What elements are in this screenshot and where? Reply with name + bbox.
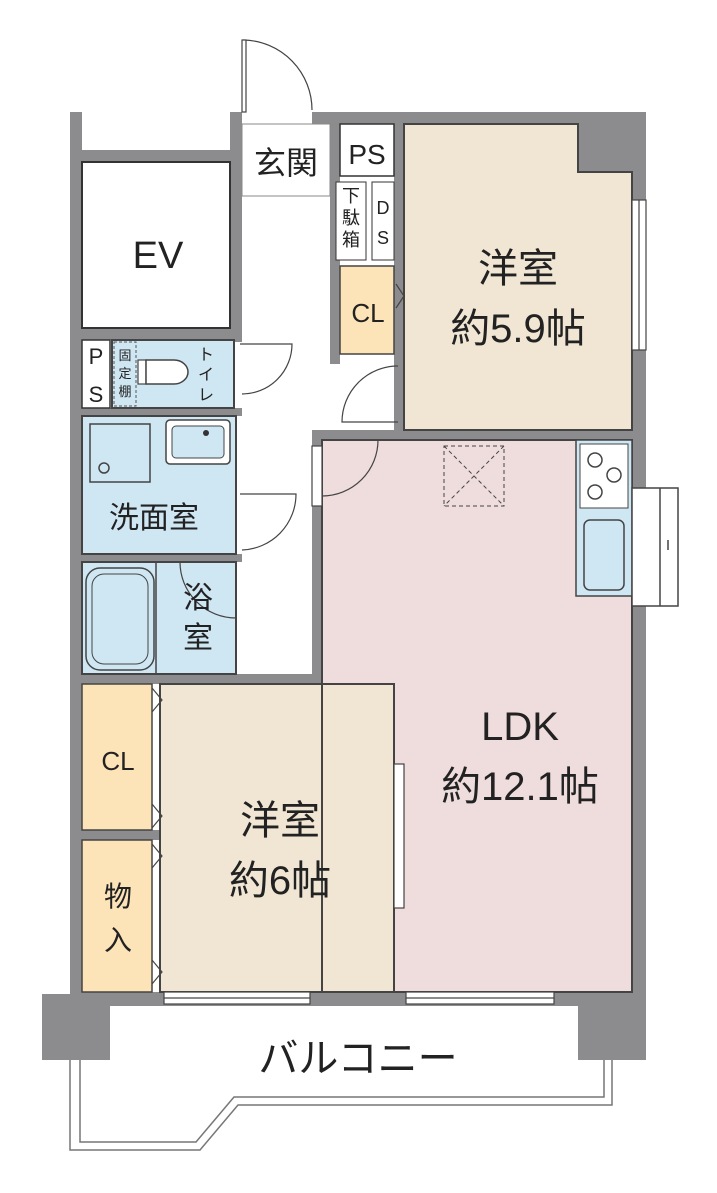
label-shelf-1: 固 (118, 348, 131, 363)
hallway (242, 196, 312, 674)
label-room2-name: 洋室 (240, 799, 320, 843)
ventilation-mark (443, 445, 505, 507)
western-room-1 (404, 124, 632, 430)
shoe-box (335, 181, 367, 261)
entrance-area (241, 123, 331, 197)
label-toilet-3: レ (198, 387, 214, 404)
windows (163, 199, 647, 1005)
washbasin (165, 419, 231, 465)
label-shelf-3: 棚 (118, 384, 131, 399)
label-bath-1: 浴 (183, 582, 213, 615)
ds-box (371, 181, 395, 261)
label-shoebox-2: 駄 (342, 208, 360, 228)
closet-left (81, 683, 153, 831)
label-balcony: バルコニー (258, 1037, 457, 1081)
label-washroom: 洗面室 (109, 502, 199, 535)
ps-left-box (81, 339, 111, 409)
fixed-shelf (113, 341, 137, 407)
ev-shaft (81, 161, 231, 329)
label-ldk-size: 約12.1帖 (441, 765, 599, 809)
ps-top-box (339, 123, 395, 177)
door-swings (151, 39, 405, 985)
label-room1-name: 洋室 (478, 247, 558, 291)
label-shoebox-3: 箱 (342, 230, 360, 250)
label-ldk-name: LDK (481, 705, 559, 749)
kitchen-window (631, 487, 679, 607)
label-ps-left-2: S (89, 382, 104, 407)
label-ps-top: PS (348, 139, 385, 170)
washing-machine-pan (89, 423, 151, 483)
label-storage-2: 入 (104, 925, 132, 956)
western-room-2 (160, 684, 394, 992)
label-shoebox-1: 下 (342, 186, 360, 206)
balcony-outline (69, 1060, 613, 1151)
label-cl-top: CL (351, 298, 384, 328)
storage-closet (81, 839, 153, 993)
toilet-bowl (137, 359, 189, 385)
label-cl-left: CL (101, 746, 134, 776)
label-toilet-2: イ (198, 367, 214, 384)
label-ds-1: D (377, 198, 390, 218)
label-room2-size: 約6帖 (229, 859, 331, 903)
label-entrance: 玄関 (254, 145, 318, 181)
label-ds-2: S (377, 228, 389, 248)
label-toilet-1: ト (198, 347, 214, 364)
closet-top (339, 265, 395, 355)
label-room1-size: 約5.9帖 (450, 307, 586, 351)
label-ev: EV (133, 235, 184, 277)
label-bath-2: 室 (183, 622, 213, 655)
label-shelf-2: 定 (118, 366, 131, 381)
label-ps-left-1: P (89, 344, 104, 369)
label-storage-1: 物 (104, 881, 132, 912)
bathtub (85, 567, 155, 671)
kitchen-counter (575, 439, 633, 597)
